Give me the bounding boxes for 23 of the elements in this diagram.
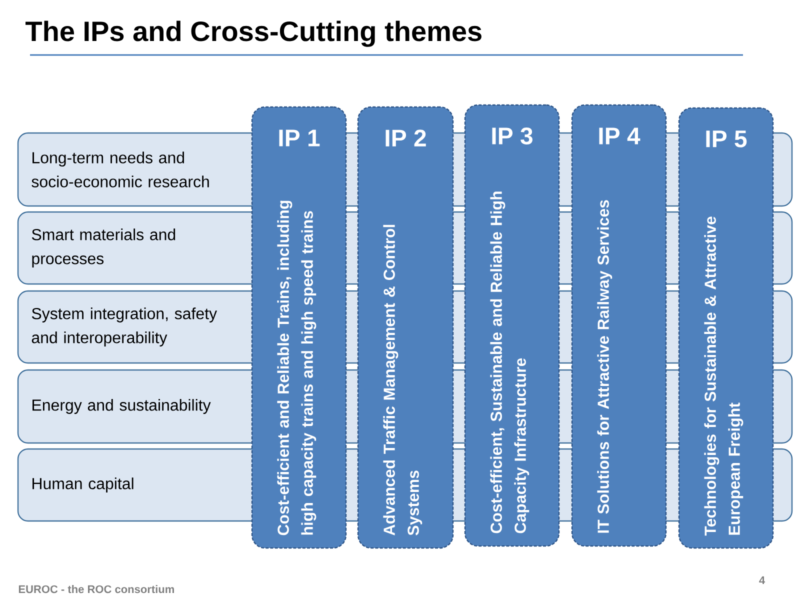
page-number: 4 [759,576,765,584]
footer-text: EUROC - the ROC consortium [18,585,174,594]
theme-label: Smart materials and processes [32,228,176,268]
theme-label: Energy and sustainability [32,399,211,414]
theme-label: Human capital [32,478,134,492]
column-heading: IP 2 [386,130,426,146]
ip-column [678,107,774,549]
column-heading: IP 4 [599,128,640,144]
column-text: Cost-efficient and Reliable Trains, including high capacity trains and high speed trains [277,200,316,536]
column-heading: IP 3 [492,128,532,144]
column-text: Technologies for Sustainable & Attractive European Freight [704,216,744,536]
slide-title: The IPs and Cross-Cutting themes [26,20,482,47]
ip-column [357,106,454,549]
column-heading: IP 5 [706,130,747,148]
ip-column [571,104,667,547]
column-text: Cost-efficient, Sustainable and Reliable High Capacity Infrastructure [490,192,530,534]
theme-label: System integration, safety and interoperability [32,308,217,346]
column-text: IT Solutions for Attractive Railway Services [597,200,612,533]
column-heading: IP 1 [279,130,320,146]
column-text: Advanced Traffic Management & Control Systems [383,224,422,536]
ip-column [464,104,560,547]
ip-column [251,106,347,549]
theme-label: Long-term needs and socio-economic research [32,152,209,188]
